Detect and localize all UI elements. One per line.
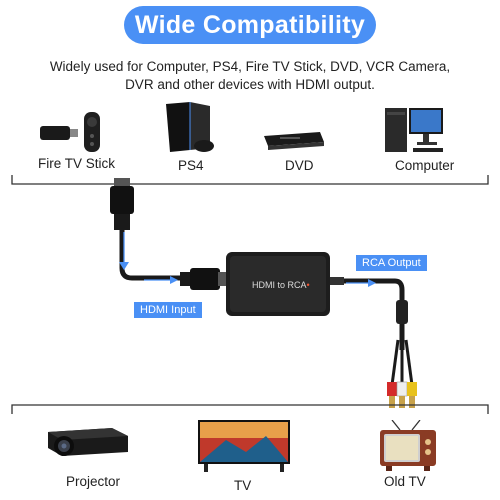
arrow-right-output-icon bbox=[368, 279, 376, 287]
arrow-right-icon bbox=[170, 276, 178, 284]
output-bracket bbox=[11, 404, 489, 414]
cable-splitter bbox=[396, 300, 408, 324]
subtitle: Widely used for Computer, PS4, Fire TV S… bbox=[20, 58, 480, 94]
ps4-icon bbox=[166, 102, 214, 152]
computer-label: Computer bbox=[395, 158, 455, 173]
converter-label: HDMI to RCA• bbox=[252, 280, 310, 290]
tv-label: TV bbox=[234, 478, 252, 493]
computer-icon bbox=[385, 108, 443, 152]
tv-icon bbox=[198, 420, 290, 472]
title-banner: Wide Compatibility bbox=[124, 6, 376, 44]
fire-tv-label: Fire TV Stick bbox=[38, 156, 116, 171]
projector-icon bbox=[48, 428, 128, 456]
hdmi-to-rca-converter bbox=[226, 252, 330, 316]
rca-yellow-plug bbox=[407, 382, 417, 408]
rca-white-plug bbox=[396, 381, 408, 408]
subtitle-line-2: DVR and other devices with HDMI output. bbox=[125, 77, 375, 92]
subtitle-line-1: Widely used for Computer, PS4, Fire TV S… bbox=[49, 59, 451, 74]
fire-tv-stick-icon bbox=[40, 112, 100, 152]
old-tv-icon bbox=[380, 420, 436, 471]
converter-label-text: HDMI to RCA bbox=[252, 280, 307, 290]
projector-label: Projector bbox=[66, 474, 121, 489]
hdmi-plug-icon bbox=[110, 178, 134, 230]
dvd-player-icon bbox=[264, 132, 324, 150]
ps4-label: PS4 bbox=[178, 158, 204, 173]
hdmi-plug-horizontal-icon bbox=[180, 268, 226, 290]
hdmi-input-tag: HDMI Input bbox=[134, 302, 202, 318]
source-bracket bbox=[11, 175, 489, 185]
old-tv-label: Old TV bbox=[384, 474, 426, 489]
rca-output-tag: RCA Output bbox=[356, 255, 427, 271]
dvd-label: DVD bbox=[285, 158, 314, 173]
rca-red-plug bbox=[387, 382, 397, 408]
arrow-down-icon bbox=[119, 262, 129, 270]
